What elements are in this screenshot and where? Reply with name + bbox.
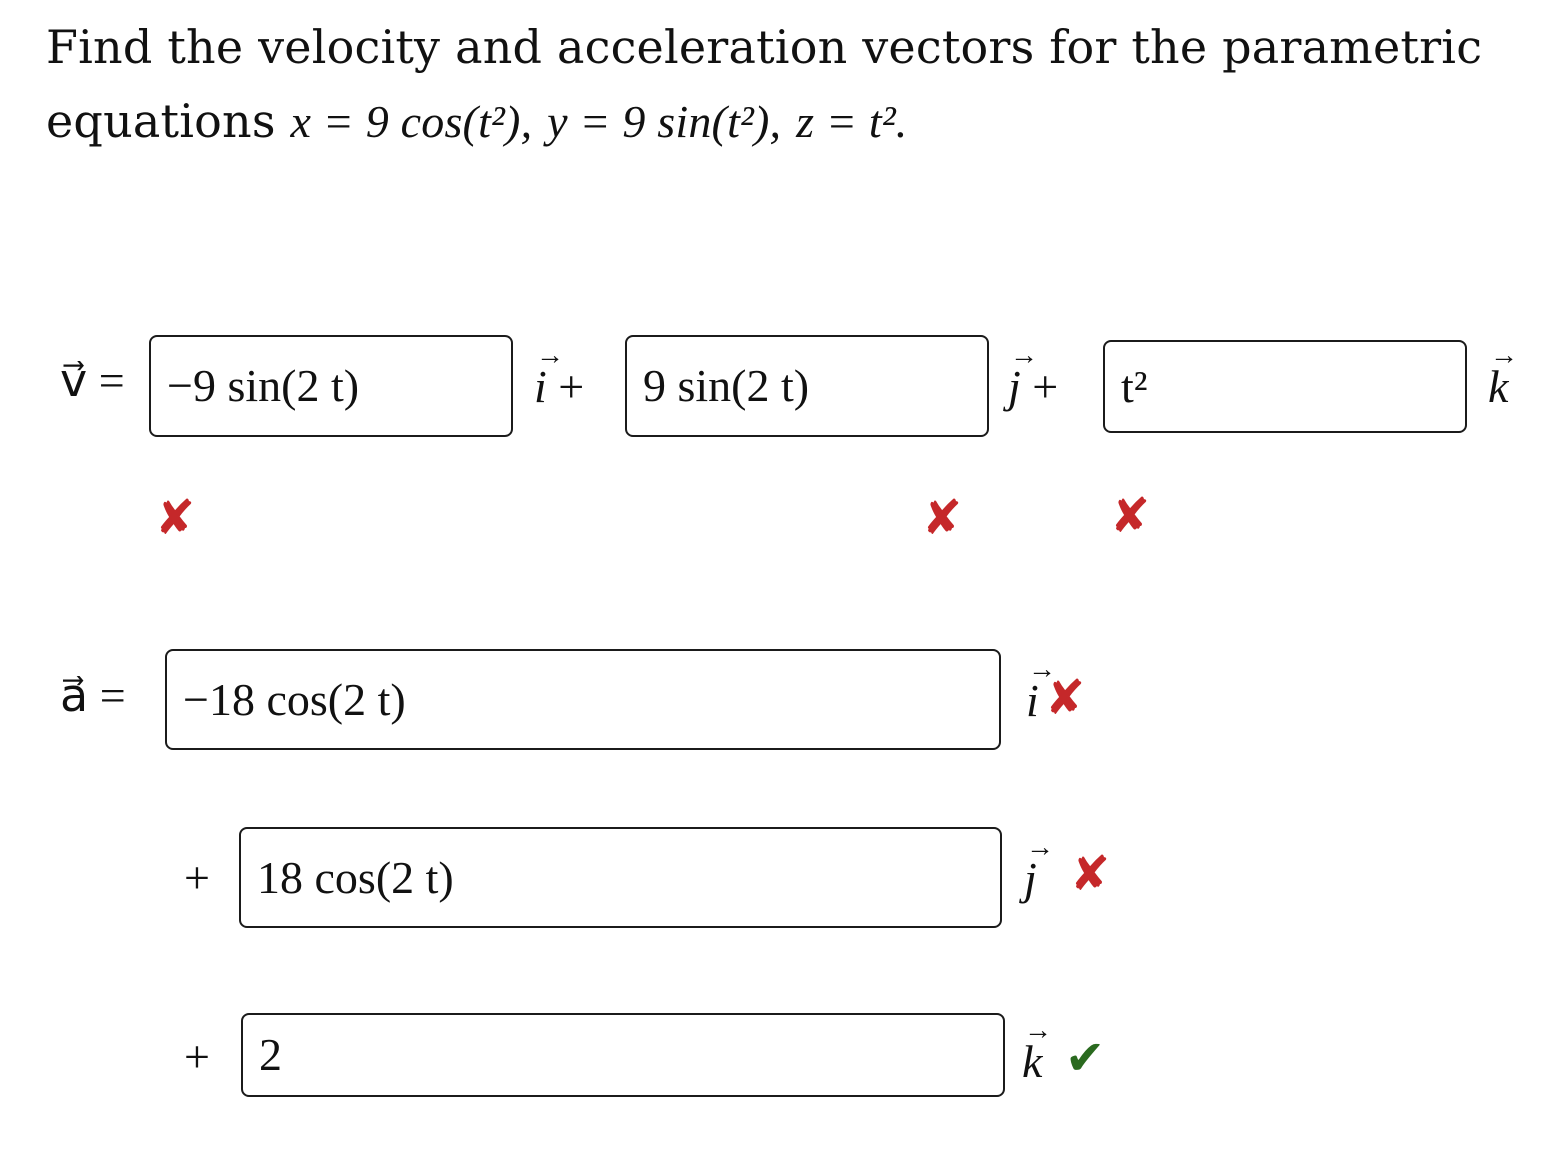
velocity-j-unit: j + <box>1008 342 1059 412</box>
acceleration-k-input[interactable]: 2 <box>241 1013 1005 1097</box>
velocity-label: v⃗ = <box>60 355 125 406</box>
plus-sign: + <box>558 361 585 412</box>
equations-word: equations <box>46 94 276 148</box>
problem-line-1: Find the velocity and acceleration vecto… <box>46 20 1483 74</box>
acceleration-j-incorrect-icon: ✘ <box>1070 846 1111 902</box>
velocity-j-incorrect-icon: ✘ <box>922 490 963 546</box>
problem-line-2: equations x = 9 cos(t²), y = 9 sin(t²), … <box>46 98 908 145</box>
j-vector-symbol: j <box>1008 342 1037 410</box>
k-vector-symbol: k <box>1022 1017 1053 1085</box>
velocity-i-input[interactable]: −9 sin(2 t) <box>149 335 513 437</box>
acceleration-k-unit: k <box>1022 1017 1053 1085</box>
velocity-i-unit: i + <box>534 342 585 412</box>
velocity-i-incorrect-icon: ✘ <box>155 490 196 546</box>
velocity-j-input[interactable]: 9 sin(2 t) <box>625 335 989 437</box>
acceleration-label: a⃗ = <box>60 670 126 721</box>
acceleration-k-plus: + <box>184 1031 210 1082</box>
velocity-k-incorrect-icon: ✘ <box>1110 488 1151 544</box>
acceleration-i-input[interactable]: −18 cos(2 t) <box>165 649 1001 750</box>
acceleration-k-correct-icon: ✔ <box>1065 1030 1106 1086</box>
acceleration-j-input[interactable]: 18 cos(2 t) <box>239 827 1002 928</box>
k-vector-symbol: k <box>1488 342 1519 410</box>
equation-x: x = 9 cos(t²), <box>290 96 533 147</box>
equation-y: y = 9 sin(t²), <box>547 96 782 147</box>
i-vector-symbol: i <box>534 342 563 410</box>
acceleration-j-plus: + <box>184 852 210 903</box>
equation-z: z = t². <box>796 96 908 147</box>
i-vector-symbol: i <box>1026 656 1055 724</box>
acceleration-i-incorrect-icon: ✘ <box>1045 670 1086 726</box>
acceleration-i-unit: i <box>1026 656 1055 724</box>
plus-sign: + <box>1032 361 1059 412</box>
velocity-k-unit: k <box>1488 342 1519 410</box>
velocity-k-input[interactable]: t² <box>1103 340 1467 433</box>
j-vector-symbol: j <box>1024 834 1053 902</box>
acceleration-j-unit: j <box>1024 834 1053 902</box>
